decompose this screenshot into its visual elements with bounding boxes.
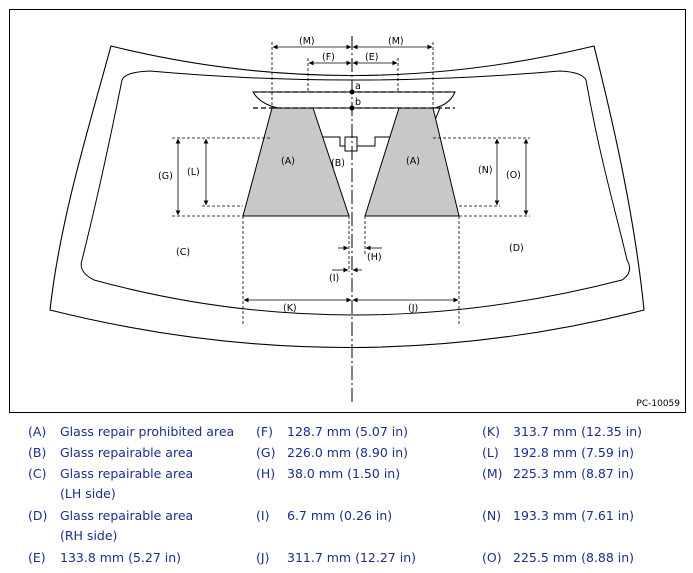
legend-text-K: 313.7 mm (12.35 in): [513, 424, 642, 439]
legend-text-B: Glass repairable area: [60, 445, 194, 460]
legend-key-O: (O): [482, 550, 502, 565]
left-extension-lines: [172, 137, 530, 325]
legend-key-D: (D): [28, 508, 48, 523]
windshield-diagram: (M) (M) (F) (E) a b (A) (A) (B) (G) (L) …: [9, 9, 686, 413]
windshield-inner-outline: [80, 70, 631, 316]
label-G: (G): [158, 171, 173, 182]
legend-key-E: (E): [28, 550, 46, 565]
label-a: a: [355, 81, 361, 92]
legend-text-D: Glass repairable area: [60, 508, 194, 523]
legend-key-M: (M): [482, 466, 503, 481]
legend-text-N: 193.3 mm (7.61 in): [513, 508, 635, 523]
label-A-left: (A): [281, 156, 295, 167]
label-M-left: (M): [299, 36, 315, 47]
legend-text-C: Glass repairable area: [60, 466, 194, 481]
legend-text-F: 128.7 mm (5.07 in): [287, 424, 409, 439]
legend-key-A: (A): [28, 424, 47, 439]
label-J: (J): [408, 303, 418, 314]
label-L: (L): [187, 167, 200, 178]
legend-text2-D: (RH side): [60, 528, 118, 543]
legend-key-F: (F): [256, 424, 273, 439]
legend-key-J: (J): [256, 550, 270, 565]
label-I: (I): [329, 273, 339, 284]
legend-text-M: 225.3 mm (8.87 in): [513, 466, 635, 481]
label-K: (K): [283, 303, 297, 314]
legend: (A) Glass repair prohibited area (B) Gla…: [0, 419, 693, 573]
label-O: (O): [506, 170, 521, 181]
legend-key-N: (N): [482, 508, 502, 523]
label-N: (N): [478, 165, 493, 176]
top-dimension-arrows: [272, 44, 433, 66]
legend-text-H: 38.0 mm (1.50 in): [287, 466, 401, 481]
label-H: (H): [367, 252, 382, 263]
label-b: b: [355, 97, 361, 108]
vertical-dimension-arrows: [175, 138, 529, 216]
small-dimension-lines: [332, 216, 382, 273]
legend-key-B: (B): [28, 445, 47, 460]
sensor-area-outline: [252, 91, 456, 109]
legend-text-G: 226.0 mm (8.90 in): [287, 445, 409, 460]
label-E: (E): [365, 52, 378, 63]
label-A-right: (A): [406, 156, 420, 167]
label-D: (D): [509, 243, 524, 254]
legend-text-A: Glass repair prohibited area: [60, 424, 235, 439]
top-extension-lines: [271, 42, 434, 108]
diagram-canvas: (M) (M) (F) (E) a b (A) (A) (B) (G) (L) …: [49, 36, 645, 405]
legend-text-E: 133.8 mm (5.27 in): [60, 550, 182, 565]
legend-key-G: (G): [256, 445, 276, 460]
legend-key-K: (K): [482, 424, 500, 439]
legend-text-L: 192.8 mm (7.59 in): [513, 445, 635, 460]
legend-key-H: (H): [256, 466, 276, 481]
legend-text-J: 311.7 mm (12.27 in): [287, 550, 416, 565]
legend-text2-C: (LH side): [60, 486, 116, 501]
legend-key-L: (L): [482, 445, 499, 460]
label-C: (C): [176, 247, 190, 258]
mirror-mount: [344, 136, 358, 152]
label-M-right: (M): [388, 36, 404, 47]
windshield-outer-outline: [49, 45, 645, 348]
legend-key-C: (C): [28, 466, 47, 481]
legend-text-I: 6.7 mm (0.26 in): [287, 508, 393, 523]
figure-id: PC-10059: [636, 399, 680, 409]
label-F: (F): [322, 52, 335, 63]
legend-key-I: (I): [256, 508, 270, 523]
legend-text-O: 225.5 mm (8.88 in): [513, 550, 635, 565]
label-B: (B): [331, 158, 345, 169]
